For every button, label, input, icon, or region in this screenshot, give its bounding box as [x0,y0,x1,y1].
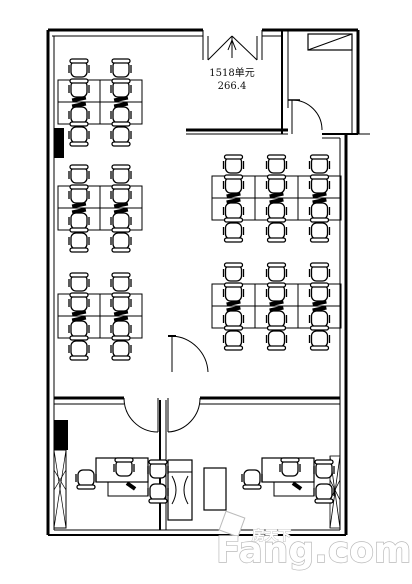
private-offices [75,457,335,521]
chair-icon [222,222,245,243]
chair-icon [68,126,90,147]
chair-icon [110,232,132,253]
left-wall-columns [53,128,68,529]
outer-walls [46,28,370,536]
watermark-brand-cn: 房天下 [252,528,291,544]
monitor-icon [125,481,137,491]
chair-icon [222,310,245,331]
chair-icon [113,457,135,477]
chair-icon [110,126,132,147]
chair-icon [75,469,97,490]
chair-icon [110,58,132,78]
monitor-icon [291,481,303,491]
right-workstation-groups [211,154,342,351]
chair-icon [265,262,288,282]
chair-icon [68,272,90,292]
chair-icon [308,330,331,351]
watermark-brand: Fang.com [216,530,411,571]
brand-logo-icon [218,510,246,538]
chair-icon [313,459,335,479]
chair-icon [68,78,90,98]
chair-icon [110,292,132,312]
chair-icon [313,483,335,504]
chair-icon [308,262,331,282]
unit-number-label: 1518单元 [209,67,254,79]
chair-icon [308,174,331,194]
chair-icon [68,292,90,312]
entrance-double-door [202,30,263,61]
office-furniture [75,457,169,504]
chair-icon [308,282,331,302]
chair-icon [110,272,132,292]
chair-icon [110,78,132,98]
chair-icon [265,310,288,331]
chair-icon [308,154,331,174]
storage-closet [307,33,353,51]
chair-icon [68,106,90,127]
workstation-cluster [57,272,143,361]
chair-icon [279,457,301,477]
chair-icon [68,58,90,78]
chair-icon [265,282,288,302]
office-furniture [241,457,335,504]
chair-icon [308,202,331,223]
chair-icon [308,222,331,243]
chair-icon [147,483,169,504]
chair-icon [222,262,245,282]
chair-icon [222,154,245,174]
chair-icon [265,174,288,194]
chair-icon [68,212,90,233]
chair-icon [308,310,331,331]
chair-icon [265,154,288,174]
chair-icon [110,320,132,341]
chair-icon [68,184,90,204]
chair-icon [222,330,245,351]
workstation-cluster [211,154,342,243]
center-door-swing [168,335,209,373]
chair-icon [222,202,245,223]
chair-icon [222,282,245,302]
filing-cabinet [203,467,227,511]
chair-icon [241,469,263,490]
chair-icon [110,106,132,127]
workstation-cluster [211,262,342,351]
chair-icon [110,164,132,184]
chair-icon [265,202,288,223]
workstation-cluster [57,164,143,253]
chair-icon [147,459,169,479]
watermark: Fang.com 房天下 [215,510,412,572]
left-workstation-groups [57,58,143,361]
chair-icon [110,340,132,361]
unit-area-label: 266.4 [218,81,247,92]
chair-icon [68,164,90,184]
chair-icon [68,340,90,361]
chair-icon [68,232,90,253]
chair-icon [222,174,245,194]
workstation-cluster [57,58,143,147]
chair-icon [68,320,90,341]
corridor-door [291,99,323,134]
chair-icon [110,212,132,233]
storage-cabinets [167,459,227,521]
chair-icon [265,222,288,243]
chair-icon [265,330,288,351]
chair-icon [110,184,132,204]
